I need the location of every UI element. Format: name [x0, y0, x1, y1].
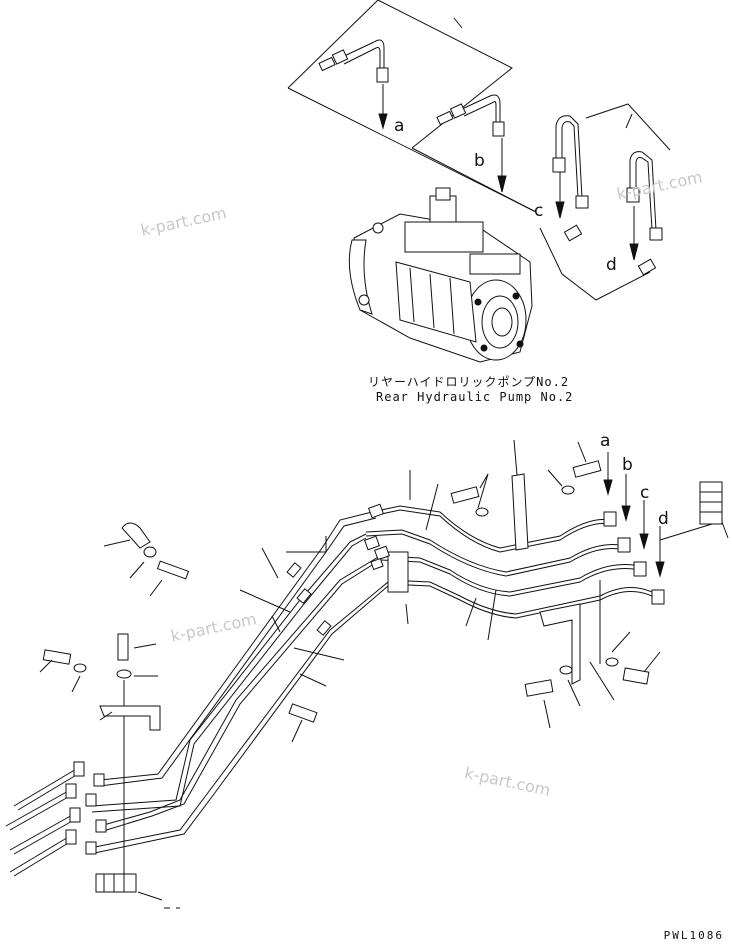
callout-top-d: d: [606, 255, 617, 275]
callout-top-b: b: [474, 151, 485, 171]
bracket-vertical: [511, 473, 529, 551]
hose-d: [626, 151, 663, 276]
clamp-block-mid: [387, 551, 409, 593]
bracket-lower: [539, 603, 581, 685]
tube-routing-group: [5, 439, 729, 909]
callout-bottom-a: a: [600, 431, 610, 451]
callout-top-c: c: [534, 201, 543, 221]
callout-top-a: a: [394, 116, 404, 136]
hose-b: [436, 94, 507, 193]
document-id: PWL1086: [663, 929, 724, 942]
rear-hydraulic-pump: [348, 187, 533, 363]
callout-bottom-c: c: [640, 483, 649, 503]
fitting-c: [633, 561, 647, 577]
hose-a: [318, 39, 389, 130]
caption-japanese: リヤーハイドロリックポンプNo.2: [368, 375, 570, 389]
rear-pump-hose-group: [287, 0, 671, 363]
hose-c: [552, 115, 589, 242]
clamp-block-bottom: [95, 873, 137, 893]
callout-bottom-d: d: [658, 509, 669, 529]
fitting-b: [617, 537, 631, 553]
caption-english: Rear Hydraulic Pump No.2: [376, 390, 574, 404]
clamp-block-right: [699, 481, 723, 525]
callout-bottom-b: b: [622, 455, 633, 475]
fitting-d: [651, 589, 665, 605]
fitting-a: [603, 511, 617, 527]
